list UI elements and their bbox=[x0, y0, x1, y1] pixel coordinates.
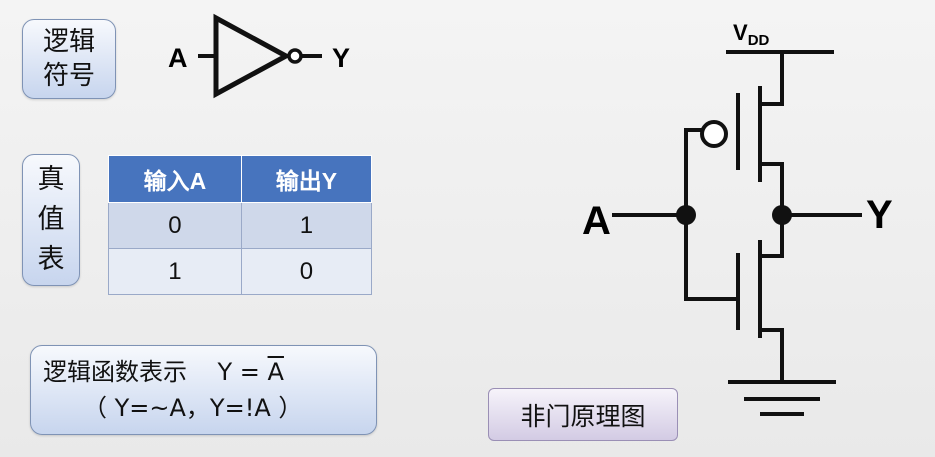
truth-cell: 0 bbox=[108, 202, 242, 249]
truth-table-label: 真 值 表 bbox=[22, 154, 80, 286]
truth-label-char: 表 bbox=[37, 244, 65, 275]
truth-cell: 1 bbox=[108, 248, 242, 295]
gate-input-label: A bbox=[168, 43, 188, 73]
output-junction bbox=[772, 205, 792, 225]
logic-expression-box: 逻辑函数表示 Y = A （ Y=~A，Y=!A ） bbox=[30, 345, 377, 435]
gate-output-label: Y bbox=[332, 43, 350, 73]
not-gate-bubble bbox=[287, 48, 303, 64]
logic-symbol-label: 逻辑 符号 bbox=[22, 19, 116, 99]
logic-symbol-label-line2: 符号 bbox=[42, 61, 95, 91]
schematic-output-label: Y bbox=[866, 193, 893, 237]
not-gate-triangle bbox=[213, 13, 292, 99]
pmos-gate-bubble bbox=[700, 120, 728, 148]
schematic-input-label: A bbox=[582, 199, 611, 243]
truth-cell: 0 bbox=[240, 248, 373, 295]
vdd-label: VDD bbox=[733, 20, 770, 49]
truth-header-input: 输入A bbox=[108, 155, 242, 203]
expression-prefix: 逻辑函数表示 bbox=[43, 358, 187, 386]
not-gate-symbol: A Y bbox=[168, 13, 350, 99]
schematic-caption: 非门原理图 bbox=[488, 388, 678, 441]
truth-header-output: 输出Y bbox=[240, 155, 373, 203]
table-row: 0 1 bbox=[108, 202, 373, 249]
expression-line: 逻辑函数表示 Y = A bbox=[43, 354, 284, 390]
truth-table: 输入A 输出Y 0 1 1 0 bbox=[108, 155, 373, 295]
expression-alternatives: （ Y=~A，Y=!A ） bbox=[83, 394, 303, 422]
expression-formula-lhs: Y = bbox=[217, 358, 268, 386]
truth-label-char: 值 bbox=[37, 204, 65, 235]
logic-symbol-label-line1: 逻辑 bbox=[42, 27, 95, 57]
table-row: 1 0 bbox=[108, 248, 373, 295]
input-junction bbox=[676, 205, 696, 225]
truth-label-char: 真 bbox=[37, 164, 65, 195]
cmos-inverter-schematic: VDD A Y bbox=[582, 20, 893, 416]
truth-cell: 1 bbox=[240, 202, 373, 249]
expression-formula-negated-var: A bbox=[267, 358, 284, 386]
